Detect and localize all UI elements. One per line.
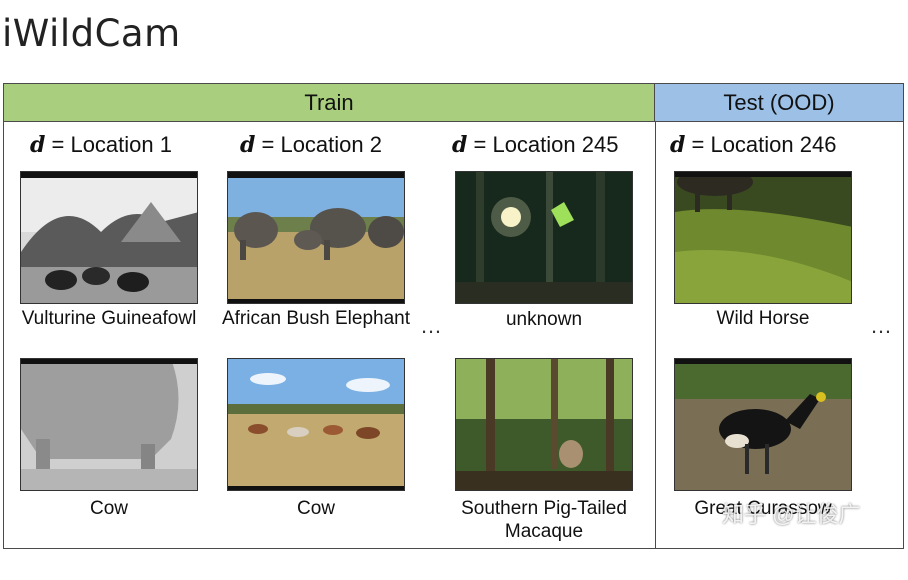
- location-246-label: d = Location 246: [670, 132, 837, 158]
- ellipsis-test: …: [870, 313, 894, 338]
- location-245-label: d = Location 245: [452, 132, 619, 158]
- dataset-split-table: Train Test (OOD): [3, 83, 904, 549]
- label-cow-location-1: Cow: [89, 498, 128, 519]
- photo-unknown-location-245: [455, 171, 633, 304]
- photo-great-curassow: [674, 358, 852, 491]
- label-vulturine-guineafowl: Vulturine Guineafowl: [21, 308, 197, 329]
- label-african-bush-elephant: African Bush Elephant: [221, 308, 410, 329]
- label-wild-horse: Wild Horse: [716, 308, 810, 329]
- test-ood-header: Test (OOD): [655, 84, 903, 122]
- photo-wild-horse: [674, 171, 852, 304]
- label-cow-location-2: Cow: [296, 498, 335, 519]
- photo-southern-pig-tailed-macaque: [455, 358, 633, 491]
- ellipsis-train: …: [420, 313, 444, 338]
- page-title: iWildCam: [2, 12, 181, 55]
- photo-vulturine-guineafowl: [20, 171, 198, 304]
- label-unknown: unknown: [505, 309, 583, 330]
- location-2-label: d = Location 2: [240, 132, 382, 158]
- label-southern-pig-tailed-macaque: Southern Pig-Tailed Macaque: [461, 498, 627, 542]
- photo-african-bush-elephant: [227, 171, 405, 304]
- train-header: Train: [4, 84, 655, 122]
- watermark: 知乎 @让俊广: [722, 502, 861, 527]
- location-1-label: d = Location 1: [30, 132, 172, 158]
- photo-cow-herd: [227, 358, 405, 491]
- photo-cow-grayscale: [20, 358, 198, 491]
- label-great-curassow: Great Curassow: [694, 498, 832, 519]
- train-test-divider: [655, 122, 656, 548]
